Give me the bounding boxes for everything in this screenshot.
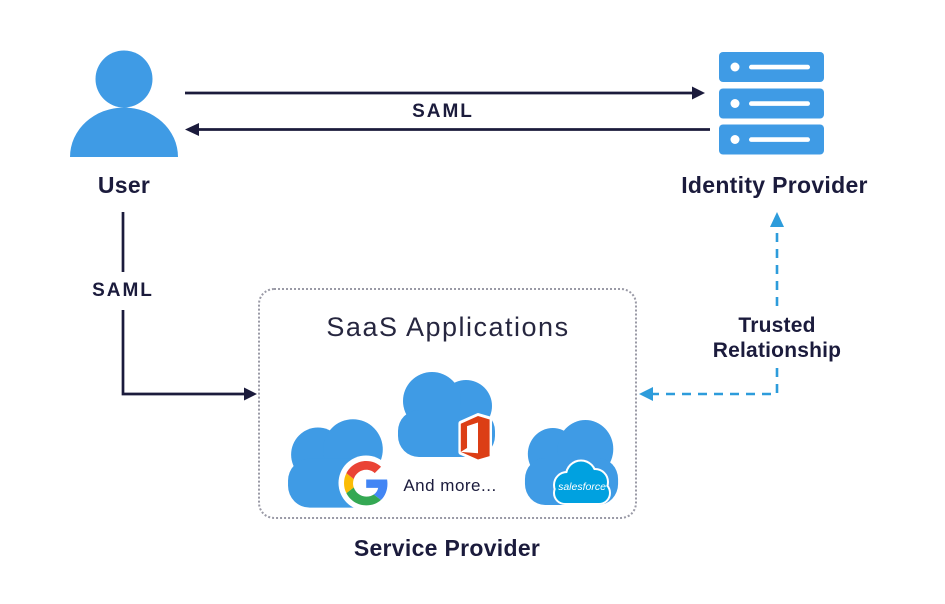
saml-left-label: SAML	[92, 280, 154, 301]
arrow-user-to-sp	[121, 212, 257, 401]
arrow-trust-to-idp	[770, 212, 784, 306]
salesforce-wordmark: salesforce	[558, 481, 606, 493]
and-more-label: And more...	[403, 476, 497, 495]
server-bar	[719, 52, 824, 82]
office-logo	[458, 413, 493, 463]
user-label: User	[97, 172, 151, 198]
salesforce-logo: salesforce	[553, 459, 611, 505]
arrow-trust-to-sp	[639, 368, 779, 401]
trusted-relationship-line1: Trusted	[738, 314, 816, 337]
google-g-logo	[344, 461, 388, 506]
server-bar	[719, 88, 824, 119]
google-cloud-icon	[288, 419, 394, 511]
saas-applications-title: SaaS Applications	[326, 312, 570, 342]
user-icon	[70, 50, 178, 157]
server-stack-icon	[719, 52, 824, 155]
arrow-user-to-idp	[185, 86, 705, 100]
server-bar	[719, 124, 824, 155]
arrow-idp-to-user	[185, 123, 710, 136]
service-provider-label: Service Provider	[353, 535, 541, 561]
identity-provider-label: Identity Provider	[681, 172, 868, 198]
salesforce-cloud-icon: salesforce	[524, 420, 619, 505]
trusted-relationship-label: Trusted Relationship	[677, 313, 877, 363]
saml-top-label: SAML	[412, 101, 474, 122]
office-cloud-icon	[398, 372, 495, 463]
saas-applications-box	[258, 288, 637, 519]
trusted-relationship-line2: Relationship	[712, 339, 842, 362]
